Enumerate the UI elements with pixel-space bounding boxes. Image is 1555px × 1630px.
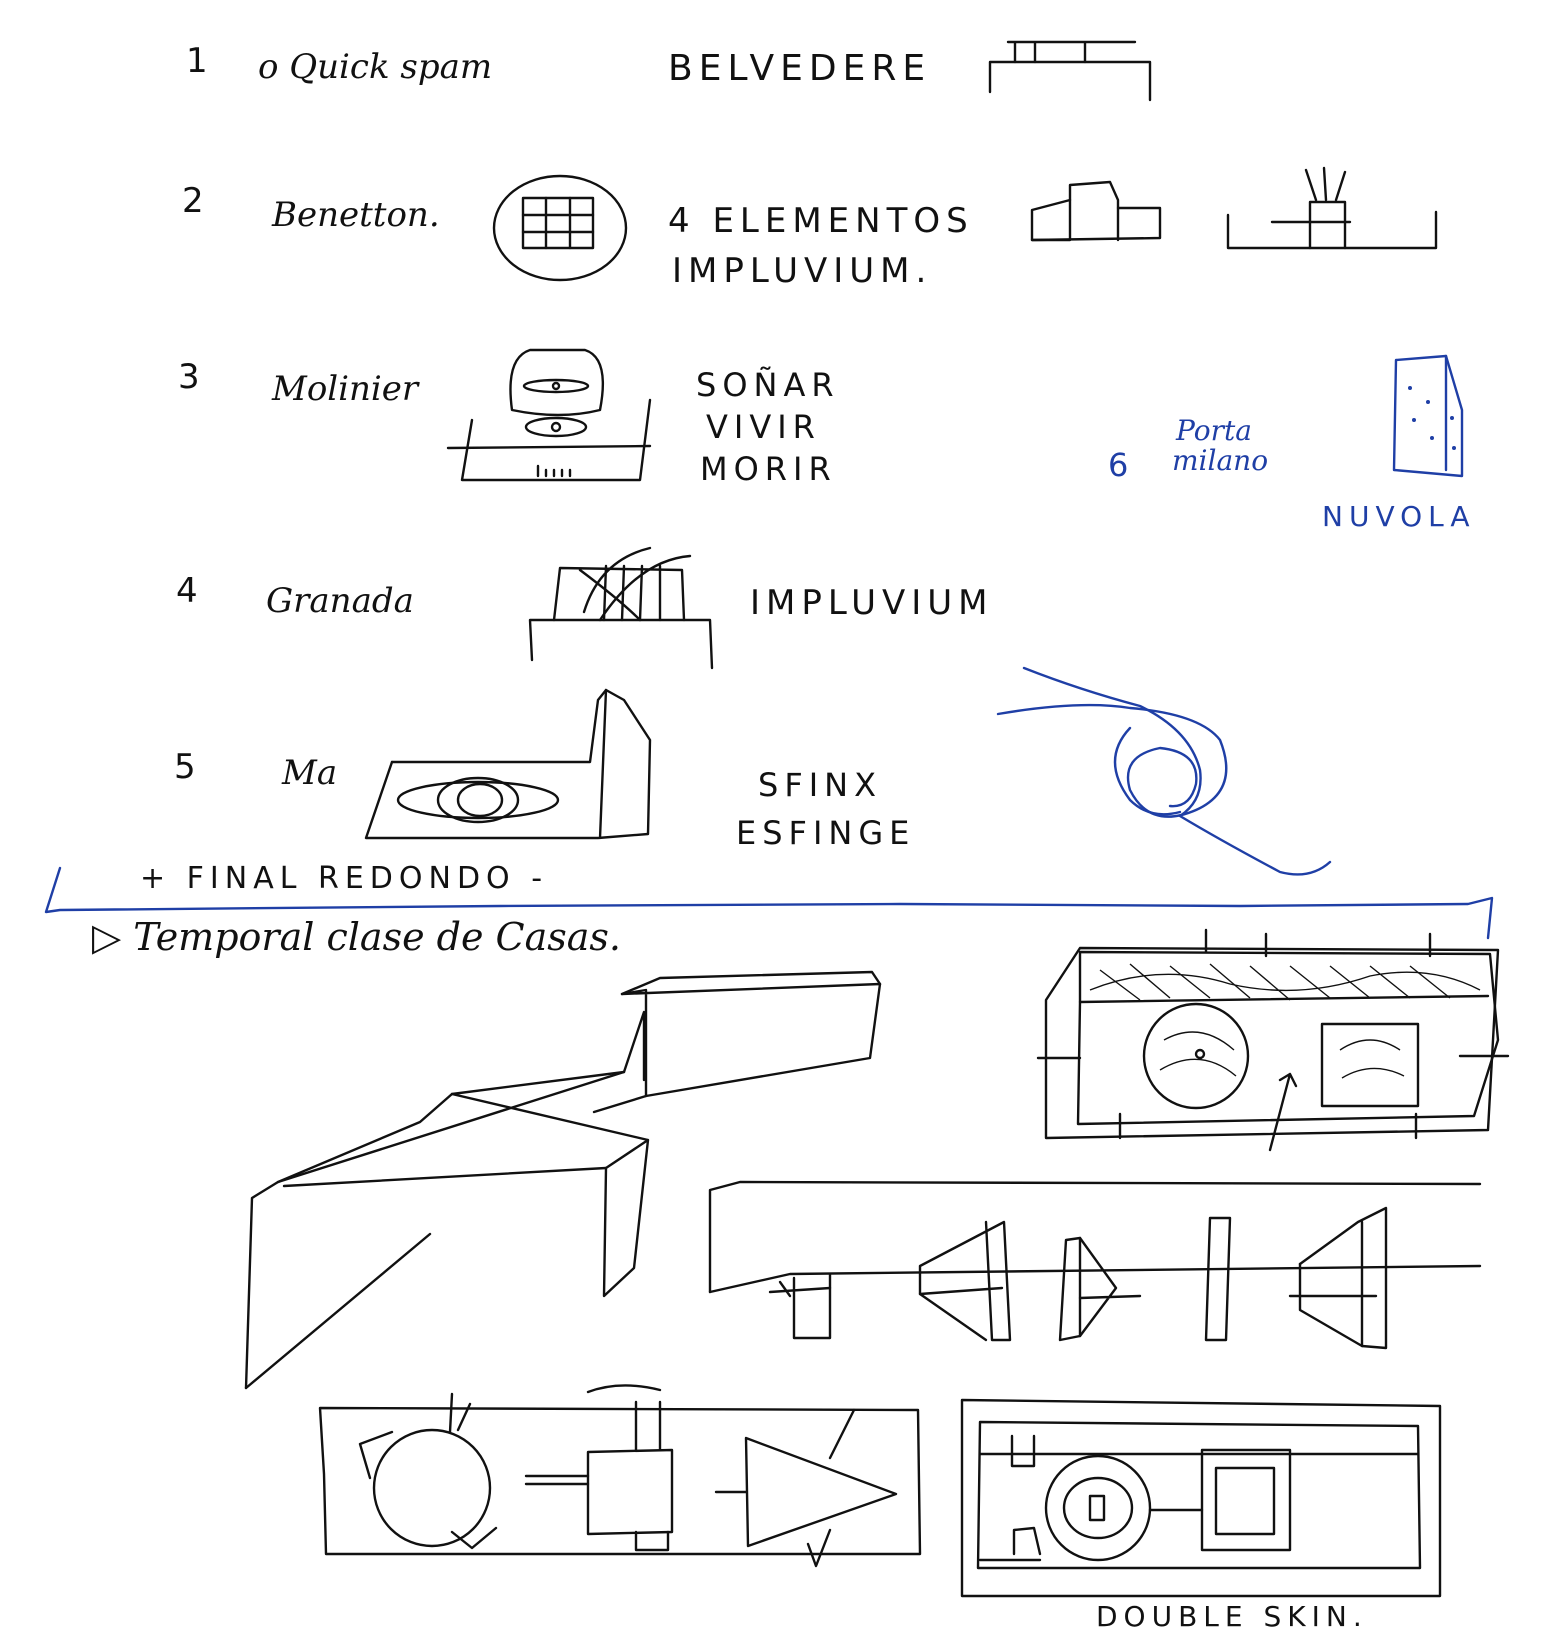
item-2-number: 2 — [182, 181, 204, 221]
item-4-number: 4 — [176, 571, 198, 611]
molinier-eyes-sketch — [446, 348, 652, 482]
item-1-number: 1 — [186, 41, 208, 81]
perspective-volumes-sketch — [244, 970, 882, 1390]
item-1-place: o Quick spam — [258, 47, 492, 87]
four-elements-sketch — [1030, 166, 1438, 250]
item-3-concept-line1: SOÑAR — [696, 366, 840, 404]
item-5-number: 5 — [174, 747, 196, 787]
item-5-concept-line2: ESFINGE — [736, 814, 915, 852]
item-6-number: 6 — [1108, 446, 1128, 484]
granada-impluvium-sketch — [528, 546, 714, 670]
double-skin-caption: DOUBLE SKIN. — [1096, 1600, 1368, 1630]
item-3-concept-line3: MORIR — [700, 450, 837, 488]
item-1-concept: BELVEDERE — [668, 48, 931, 89]
plan-hatch — [1089, 963, 1481, 1079]
item-2-concept-line1: 4 ELEMENTOS — [668, 201, 974, 241]
item-3-number: 3 — [178, 357, 200, 397]
item-6-place-line1: Porta — [1175, 414, 1252, 447]
blue-divider-line — [44, 866, 1494, 940]
item-4-place: Granada — [266, 581, 414, 621]
item-3-place: Molinier — [271, 369, 420, 409]
plan-circle-square-sketch — [1036, 928, 1510, 1152]
belvedere-sketch — [988, 40, 1152, 102]
item-6-concept: NUVOLA — [1322, 500, 1476, 533]
item-2-concept-line2: IMPLUVIUM. — [672, 251, 932, 291]
plan-round-triangle-sketch — [318, 1384, 922, 1568]
elevation-flared-sketch — [708, 1180, 1482, 1350]
divider-note: + FINAL REDONDO - — [140, 861, 548, 896]
nuvola-tower-sketch — [1392, 354, 1464, 478]
item-2-place: Benetton. — [271, 195, 440, 235]
sphinx-sketch — [364, 688, 652, 840]
item-5-concept-line1: SFINX — [758, 766, 882, 804]
item-6-place-line2: milano — [1172, 444, 1268, 477]
cloud-spiral-sketch — [996, 666, 1332, 876]
bottom-heading: ▷ Temporal clase de Casas. — [92, 915, 621, 959]
item-5-place: Ma — [281, 753, 337, 793]
nuvola-dots — [1408, 386, 1456, 450]
benetton-grid-sketch — [492, 174, 628, 282]
item-4-concept: IMPLUVIUM — [750, 583, 994, 623]
plan-double-skin-sketch — [960, 1398, 1442, 1598]
item-3-concept-line2: VIVIR — [706, 408, 821, 446]
